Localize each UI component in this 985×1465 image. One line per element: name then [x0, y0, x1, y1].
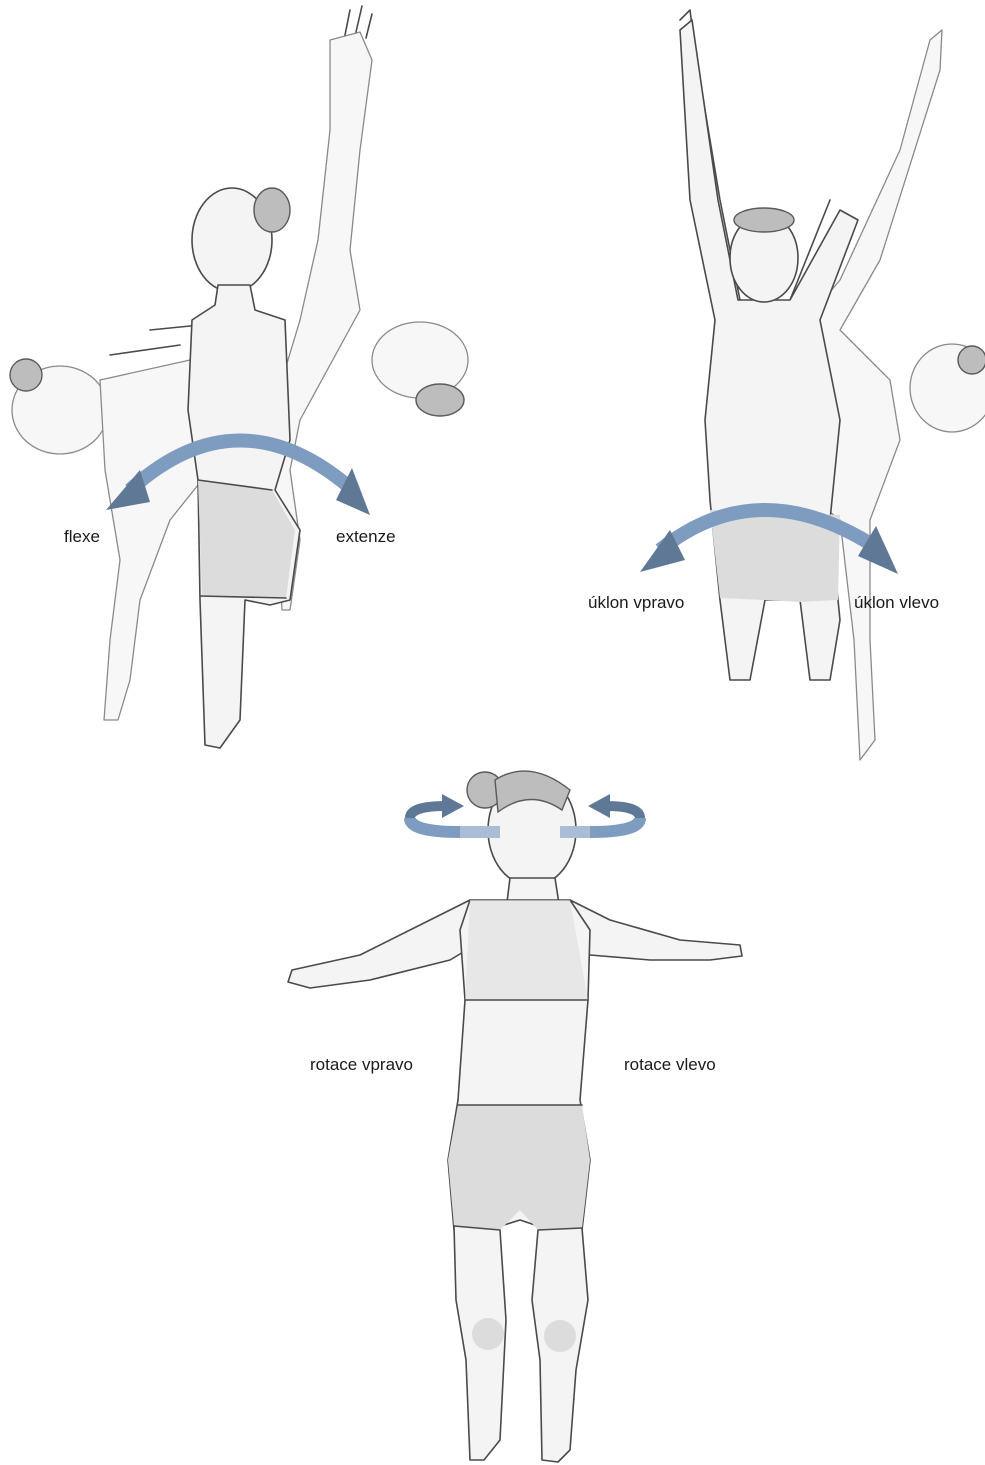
rotation-figure — [270, 760, 750, 1465]
rotation-arrow-icon — [442, 794, 464, 818]
lateral-flexion-panel: úklon vpravo úklon vlevo — [540, 0, 985, 780]
lateral-flexion-figure — [540, 0, 985, 780]
rotation-arrow-icon — [588, 794, 610, 818]
extension-figure — [270, 6, 468, 610]
label-flexion: flexe — [64, 528, 100, 545]
label-rotation-left: rotace vlevo — [624, 1056, 716, 1073]
flexion-extension-panel: flexe extenze — [0, 0, 480, 760]
label-extension: extenze — [336, 528, 396, 545]
rotation-panel: rotace vpravo rotace vlevo — [270, 760, 750, 1465]
rotating-figure — [288, 771, 742, 1462]
label-lateral-left: úklon vlevo — [854, 594, 939, 611]
label-lateral-right: úklon vpravo — [588, 594, 684, 611]
label-rotation-right: rotace vpravo — [310, 1056, 413, 1073]
flexion-extension-figure — [0, 0, 480, 760]
